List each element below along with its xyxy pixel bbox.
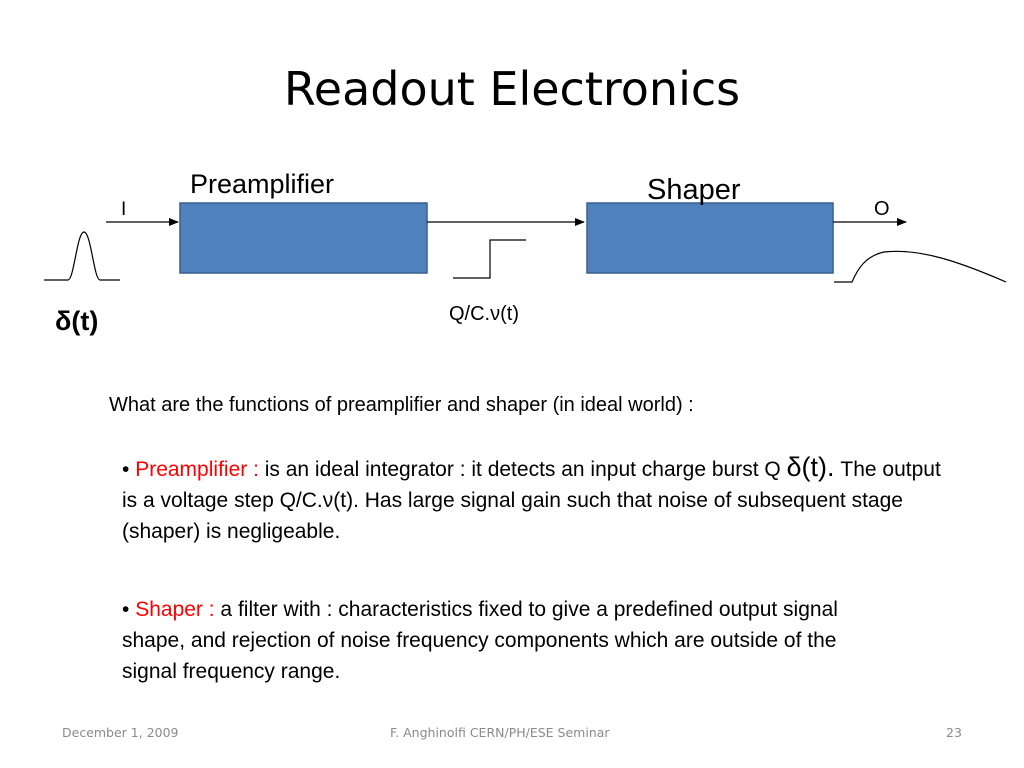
- preamplifier-description-a: is an ideal integrator : it detects an i…: [258, 458, 787, 481]
- delta-symbol: δ(t).: [786, 452, 835, 482]
- step-waveform: [453, 239, 526, 279]
- footer-presenter: F. Anghinolfi CERN/PH/ESE Seminar: [390, 725, 610, 740]
- intro-question: What are the functions of preamplifier a…: [109, 394, 694, 416]
- preamplifier-label: Preamplifier: [190, 169, 335, 199]
- shaper-description: a filter with : characteristics fixed to…: [122, 598, 838, 683]
- bullet-marker: •: [122, 598, 130, 621]
- block-diagram: [44, 202, 1007, 283]
- shaped-output-waveform: [834, 250, 1007, 283]
- preamplifier-term: Preamplifier :: [135, 458, 259, 481]
- bullet-marker: •: [122, 458, 130, 481]
- footer-date: December 1, 2009: [62, 725, 179, 740]
- shaper-block: [586, 202, 834, 274]
- output-label: O: [874, 198, 890, 220]
- step-function-label: Q/C.ν(t): [449, 303, 519, 325]
- shaper-label: Shaper: [647, 174, 741, 206]
- shaper-term: Shaper :: [135, 598, 215, 621]
- preamplifier-block: [179, 202, 428, 274]
- slide-title: Readout Electronics: [283, 62, 741, 116]
- delta-function-label: δ(t): [55, 306, 99, 336]
- footer-page-number: 23: [946, 725, 962, 740]
- bullet-shaper: • Shaper : a filter with : characteristi…: [122, 594, 882, 687]
- input-label: I: [121, 199, 127, 220]
- preamplifier-description-b: The output is a voltage step Q/C.ν(t). H…: [122, 458, 941, 543]
- delta-pulse-waveform: [44, 231, 120, 281]
- bullet-preamplifier: • Preamplifier : is an ideal integrator …: [122, 452, 942, 547]
